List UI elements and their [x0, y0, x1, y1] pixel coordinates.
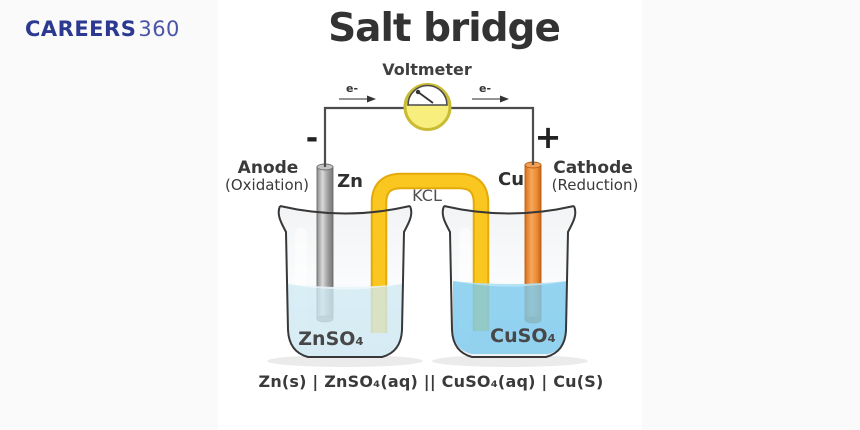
right-beaker-shadow	[432, 355, 588, 367]
careers360-logo[interactable]: CAREERS360	[25, 17, 180, 41]
electron-arrow-left-head	[367, 95, 376, 103]
right-beaker-outline	[441, 205, 577, 358]
copper-label: Cu	[497, 169, 525, 190]
positive-terminal-sign: +	[534, 118, 562, 156]
znso4-label: ZnSO₄	[298, 328, 364, 350]
wire-left	[323, 106, 405, 167]
negative-terminal-sign: -	[305, 121, 319, 156]
anode-process-label: (Oxidation)	[224, 176, 310, 194]
cathode-process-label: (Reduction)	[551, 176, 639, 194]
right-beaker-rim	[443, 205, 575, 215]
cuso4-solution	[453, 281, 567, 354]
znso4-solution-surface	[288, 284, 402, 290]
electron-flow-label-right: e-	[478, 82, 492, 95]
electron-flow-label-left: e-	[345, 82, 359, 95]
electron-arrow-right-head	[500, 95, 509, 103]
cathode-label: Cathode	[553, 158, 633, 178]
page-margin-right	[642, 0, 860, 430]
voltmeter-needle	[417, 91, 434, 104]
znso4-solution	[288, 284, 402, 356]
cell-notation: Zn(s) | ZnSO₄(aq) || CuSO₄(aq) | Cu(S)	[258, 372, 604, 391]
wire-right	[450, 106, 535, 165]
salt-bridge-tube	[372, 174, 488, 333]
left-beaker-rim	[279, 205, 411, 215]
salt-bridge-label: KCL	[412, 186, 442, 205]
cuso4-solution-surface	[453, 281, 567, 287]
left-beaker-shadow	[267, 355, 423, 367]
cuso4-label: CuSO₄	[490, 325, 556, 347]
page-title: Salt bridge	[328, 6, 561, 51]
logo-text-careers: CAREERS	[25, 17, 137, 41]
voltmeter-label: Voltmeter	[382, 60, 472, 79]
anode-label: Anode	[237, 158, 299, 178]
logo-text-360: 360	[138, 17, 180, 41]
page-margin-left	[0, 0, 218, 430]
voltmeter-needle-tip	[415, 89, 421, 95]
zinc-label: Zn	[337, 171, 363, 192]
left-beaker-outline	[277, 205, 413, 358]
